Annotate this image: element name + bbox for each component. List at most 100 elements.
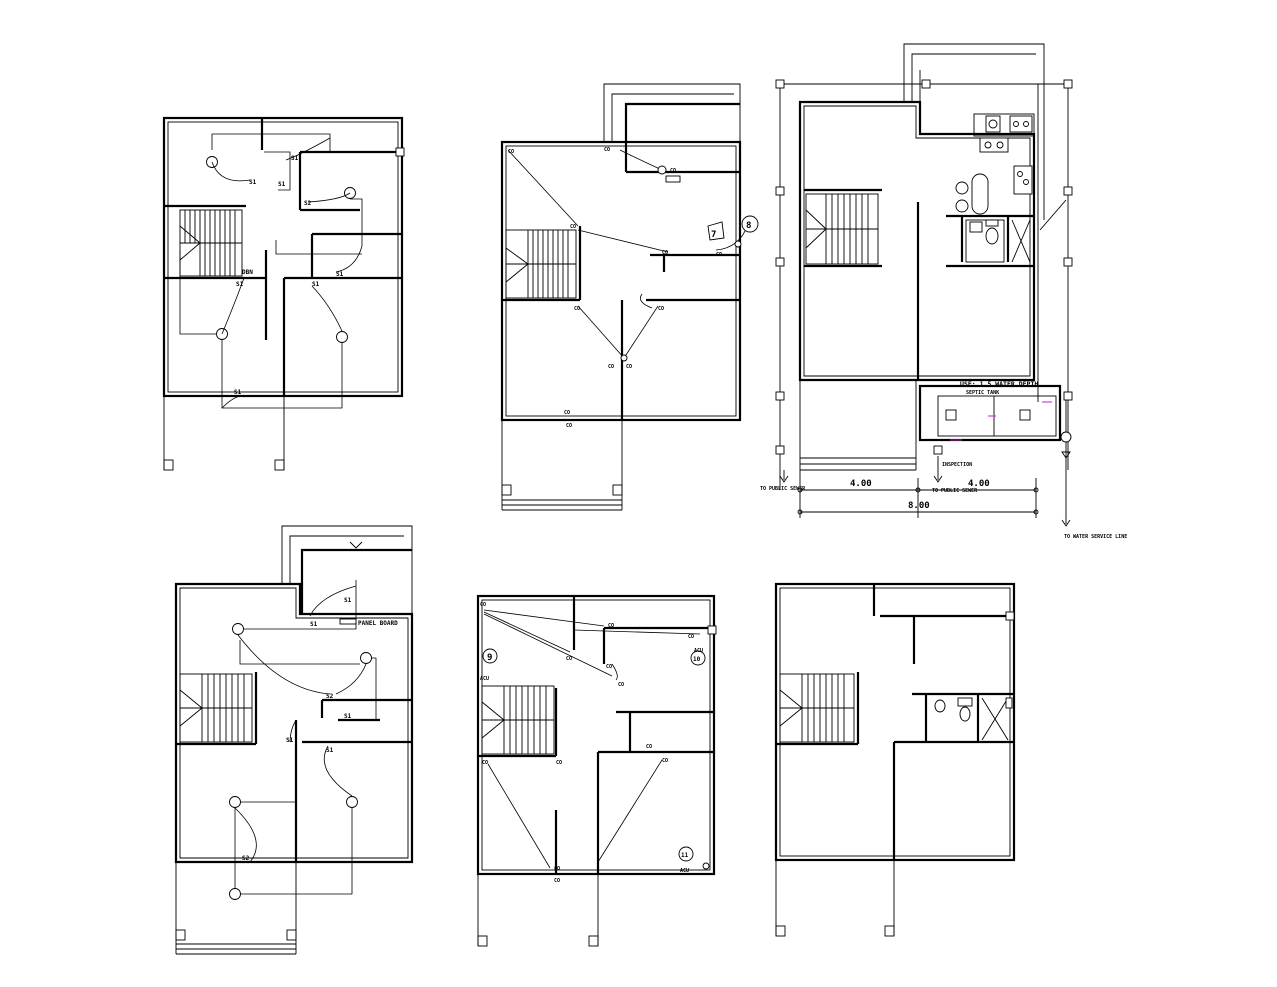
svg-text:S1: S1: [344, 597, 352, 604]
svg-text:CO: CO: [688, 634, 694, 640]
svg-text:PANEL BOARD: PANEL BOARD: [358, 620, 398, 627]
svg-text:S1: S1: [249, 179, 257, 186]
outlet-codes-bm: ACU ACU ACU CO CO CO CO CO CO CO CO CO C…: [480, 602, 703, 884]
svg-text:S1: S1: [236, 281, 244, 288]
stair-bm: [481, 685, 555, 755]
svg-text:DBN: DBN: [242, 269, 253, 276]
septic-tank: [918, 384, 1062, 442]
svg-text:CO: CO: [566, 656, 572, 662]
svg-text:4.00: 4.00: [968, 479, 990, 489]
plan-lighting-ground: S1 S1 S2 S1 S1 S1 S1 S1 DBN: [162, 116, 405, 471]
symbol-tag-11: [678, 846, 694, 862]
water-meter: [1060, 431, 1072, 443]
svg-text:CO: CO: [606, 664, 612, 670]
svg-text:ACU: ACU: [694, 648, 703, 654]
svg-text:S1: S1: [326, 747, 334, 754]
svg-text:9: 9: [487, 653, 492, 663]
svg-text:CO: CO: [554, 866, 560, 872]
switch-labels-tl: S1 S1 S2 S1 S1 S1 S1 S1 DBN: [234, 155, 344, 396]
svg-text:S2: S2: [304, 200, 312, 207]
stair-tl: [179, 209, 243, 277]
svg-text:CO: CO: [480, 602, 486, 608]
plan-power-upper: 9 10 11 ACU ACU ACU CO CO CO CO CO CO CO…: [476, 594, 717, 947]
symbol-tag-7: [707, 221, 725, 241]
svg-text:CO: CO: [604, 147, 610, 153]
symbol-tag-9: [482, 648, 498, 664]
bathroom-fixtures: [965, 219, 1031, 263]
kitchen-fixtures: [955, 113, 1035, 215]
svg-text:S1: S1: [286, 737, 294, 744]
plan-plumbing-ground: USE: 1.5 WATER DEPTH SEPTIC TANK INSPECT…: [760, 43, 1127, 540]
stair-tr: [805, 193, 879, 265]
svg-text:SEPTIC TANK: SEPTIC TANK: [966, 390, 999, 396]
svg-text:CO: CO: [608, 623, 614, 629]
panel-box: [707, 625, 717, 635]
svg-text:S1: S1: [336, 271, 344, 278]
svg-text:CO: CO: [662, 758, 668, 764]
svg-text:10: 10: [693, 656, 701, 663]
svg-text:S1: S1: [312, 281, 320, 288]
svg-text:4.00: 4.00: [850, 479, 872, 489]
svg-text:S1: S1: [344, 713, 352, 720]
symbol-tag-10: [690, 650, 706, 666]
plan-lighting-upper: PANEL BOARD S1 S2 S1 S1 S1 S1 S2: [174, 525, 414, 955]
svg-text:CO: CO: [554, 878, 560, 884]
panel-box: [395, 147, 405, 157]
svg-text:8.00: 8.00: [908, 501, 930, 511]
light-fixture: [346, 796, 358, 808]
svg-text:CO: CO: [618, 682, 624, 688]
plan-architectural-upper: [774, 582, 1016, 937]
dimension-lines: 4.00 4.00 8.00: [797, 478, 1039, 518]
outlet-symbol: [620, 354, 628, 362]
outlet-symbol: [734, 240, 742, 248]
svg-text:S1: S1: [291, 155, 299, 162]
panel-board: [339, 618, 357, 625]
symbol-tag-8: [741, 215, 759, 233]
svg-text:ACU: ACU: [680, 868, 689, 874]
svg-text:ACU: ACU: [480, 676, 489, 682]
svg-text:USE: 1.5 WATER DEPTH: USE: 1.5 WATER DEPTH: [960, 380, 1038, 388]
svg-text:CO: CO: [570, 224, 576, 230]
svg-text:S2: S2: [326, 693, 334, 700]
svg-text:S1: S1: [310, 621, 318, 628]
svg-text:CO: CO: [608, 364, 614, 370]
svg-text:CO: CO: [566, 423, 572, 429]
switch-labels-bl: S1 S2 S1 S1 S1 S1 S2: [242, 597, 352, 862]
svg-text:CO: CO: [662, 250, 668, 256]
svg-text:7: 7: [711, 230, 716, 240]
svg-text:8: 8: [746, 221, 751, 231]
light-fixture: [232, 623, 244, 635]
svg-text:CO: CO: [508, 149, 514, 155]
svg-text:TO PUBLIC SEWER: TO PUBLIC SEWER: [760, 486, 806, 492]
svg-text:CO: CO: [658, 306, 664, 312]
light-fixture: [229, 888, 241, 900]
light-fixture: [336, 331, 348, 343]
svg-text:TO PUBLIC SEWER: TO PUBLIC SEWER: [932, 488, 978, 494]
svg-text:CO: CO: [626, 364, 632, 370]
outlet-symbol: [665, 175, 681, 183]
svg-text:11: 11: [681, 852, 689, 859]
svg-text:CO: CO: [716, 252, 722, 258]
stair-bl: [179, 673, 253, 743]
svg-text:S1: S1: [234, 389, 242, 396]
grid-markers: [775, 79, 1073, 455]
outlet-symbol: [702, 862, 710, 870]
north-arrow: [349, 541, 363, 549]
svg-text:S1: S1: [278, 181, 286, 188]
svg-text:CO: CO: [646, 744, 652, 750]
svg-text:CO: CO: [564, 410, 570, 416]
svg-text:TO WATER SERVICE LINE: TO WATER SERVICE LINE: [1064, 534, 1127, 540]
svg-text:CO: CO: [574, 306, 580, 312]
light-fixture: [229, 796, 241, 808]
outlet-symbol: [657, 165, 667, 175]
svg-text:CO: CO: [670, 168, 676, 174]
plan-power-ground: 7 8 CO CO CO CO CO CO CO CO CO CO CO CO: [500, 83, 759, 511]
stair-tm: [505, 229, 577, 299]
svg-text:CO: CO: [482, 760, 488, 766]
bathroom-fixtures-upper: [934, 611, 1015, 741]
stair-br: [779, 673, 855, 743]
outlet-codes-tm: CO CO CO CO CO CO CO CO CO CO CO CO: [508, 147, 722, 429]
svg-text:CO: CO: [556, 760, 562, 766]
light-fixture: [360, 652, 372, 664]
